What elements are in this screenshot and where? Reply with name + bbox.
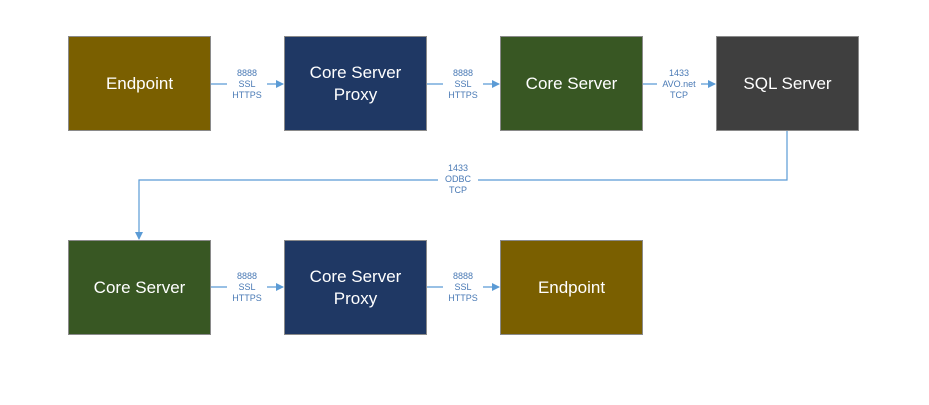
edge-label-driver: AVO.net	[662, 79, 696, 89]
edge-label-port: 8888	[236, 68, 258, 78]
edge-label-sql-core-bottom: 1433 ODBC TCP	[438, 163, 478, 196]
edge-label-port: 1433	[447, 163, 469, 173]
core-server-node-bottom: Core Server	[68, 240, 211, 335]
sql-server-node: SQL Server	[716, 36, 859, 131]
edge-label-port: 8888	[236, 271, 258, 281]
edge-label-security: SSL	[238, 79, 256, 89]
edge-label-proxy-endpoint-bottom: 8888 SSL HTTPS	[443, 271, 483, 304]
core-server-proxy-node-bottom: Core Server Proxy	[284, 240, 427, 335]
edge-label-protocol: HTTPS	[448, 90, 478, 100]
edge-label-protocol: TCP	[670, 90, 688, 100]
core-server-proxy-node-top: Core Server Proxy	[284, 36, 427, 131]
edge-label-port: 8888	[452, 271, 474, 281]
edge-label-endpoint-proxy-top: 8888 SSL HTTPS	[227, 68, 267, 101]
edge-label-security: SSL	[454, 282, 472, 292]
edge-label-port: 8888	[452, 68, 474, 78]
endpoint-node-bottom: Endpoint	[500, 240, 643, 335]
edge-label-protocol: HTTPS	[448, 293, 478, 303]
edge-label-protocol: HTTPS	[232, 293, 262, 303]
edge-label-proxy-core-top: 8888 SSL HTTPS	[443, 68, 483, 101]
edge-label-protocol: HTTPS	[232, 90, 262, 100]
edge-label-driver: ODBC	[444, 174, 471, 184]
edge-label-security: SSL	[238, 282, 256, 292]
core-server-node-top: Core Server	[500, 36, 643, 131]
endpoint-node-top: Endpoint	[68, 36, 211, 131]
edge-label-port: 1433	[668, 68, 690, 78]
edge-label-core-sql: 1433 AVO.net TCP	[657, 68, 701, 101]
edge-label-core-proxy-bottom: 8888 SSL HTTPS	[227, 271, 267, 304]
edge-label-protocol: TCP	[449, 185, 467, 195]
edge-label-security: SSL	[454, 79, 472, 89]
